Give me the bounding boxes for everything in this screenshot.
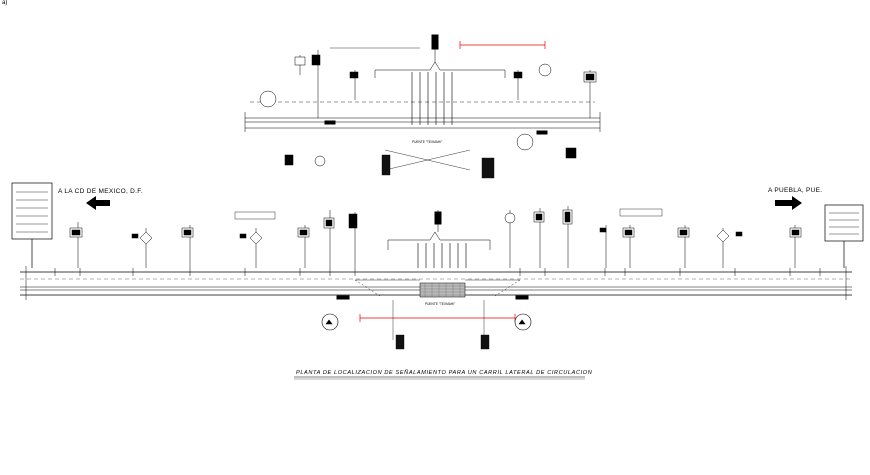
guide-sign-left (11, 182, 53, 268)
drawing-title: PLANTA DE LOCALIZACION DE SEÑALAMIENTO P… (296, 369, 593, 376)
lower-bridge (336, 210, 529, 350)
arrow-left-icon (86, 196, 110, 210)
guide-sign-right (824, 204, 864, 268)
roadside-signs-lower (69, 206, 802, 268)
direction-right-label: A PUEBLA, PUE. (768, 187, 822, 194)
upper-signs (259, 50, 597, 167)
arrow-right-icon (775, 196, 802, 210)
bridge-top-label: PUENTE "TEXMAHI" (412, 140, 442, 144)
upper-roadway (244, 34, 601, 179)
corner-mark: a) (2, 0, 8, 6)
lower-round-signs (321, 313, 532, 331)
direction-left-label: A LA CD DE MEXICO, D.F. (58, 188, 143, 195)
bridge-bottom-label: PUENTE "TEXMAHI" (425, 302, 455, 306)
